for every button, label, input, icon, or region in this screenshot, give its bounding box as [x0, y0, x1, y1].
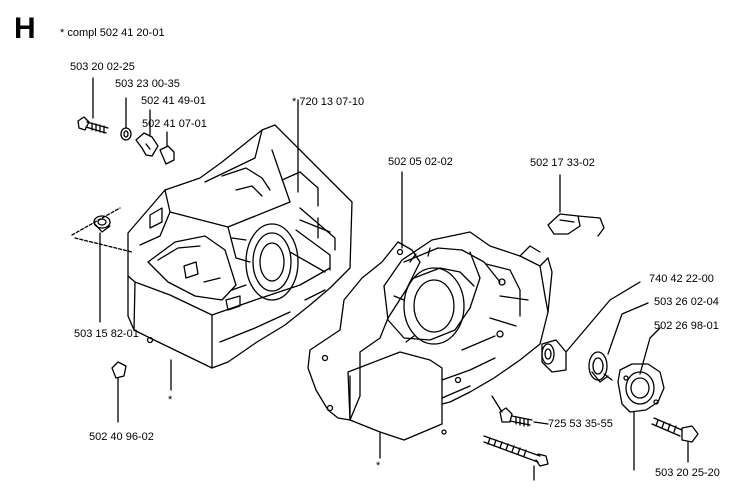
screw-mid-graphic: [491, 395, 549, 427]
long-screw-graphic: [483, 435, 549, 481]
star-marker-left: *: [168, 394, 173, 406]
bearing-washer-graphic: [588, 302, 649, 383]
part-number-seal-ring: 740 42 22-00: [649, 273, 714, 285]
star-marker-right: *: [376, 460, 381, 472]
plug-bottom-left-graphic: [111, 361, 127, 423]
spring-clip-graphic: [547, 174, 605, 237]
part-number-screw-mid: 725 53 35-55: [548, 418, 613, 430]
part-number-screw-bottom-right: 503 20 25-20: [655, 467, 720, 479]
part-number-crankcase-left: * 720 13 07-10: [292, 96, 365, 108]
clamp-top-left-graphic: [135, 109, 159, 157]
crankcase-right-half: [307, 231, 553, 441]
crankcase-left-half: [127, 124, 353, 369]
part-number-crankcase-right: 502 05 02-02: [388, 156, 453, 168]
screw-top-left-graphic: [77, 77, 109, 134]
kit-note: * compl 502 41 20-01: [60, 27, 165, 39]
part-number-spring-clip: 502 17 33-02: [530, 157, 595, 169]
part-number-sleeve-top-left: 502 41 07-01: [142, 118, 207, 130]
part-number-bearing-washer: 503 26 02-04: [654, 296, 719, 308]
part-number-plug-bottom-left: 502 40 96-02: [89, 431, 154, 443]
part-number-bushing-left: 503 15 82-01: [74, 328, 139, 340]
screw-bottom-right-graphic: [651, 417, 699, 463]
part-number-washer-top-left: 503 23 00-35: [115, 78, 180, 90]
part-number-screw-top-left: 503 20 02-25: [70, 61, 135, 73]
washer-top-left-graphic: [120, 97, 132, 141]
oil-seal-graphic: [617, 327, 665, 471]
part-number-clamp-top-left: 502 41 49-01: [141, 95, 206, 107]
sheet-letter: H: [14, 12, 36, 45]
part-number-oil-seal: 502 26 98-01: [654, 320, 719, 332]
sleeve-top-left-graphic: [159, 131, 175, 165]
bushing-left-graphic: [93, 215, 111, 233]
seal-ring-graphic: [541, 281, 641, 373]
